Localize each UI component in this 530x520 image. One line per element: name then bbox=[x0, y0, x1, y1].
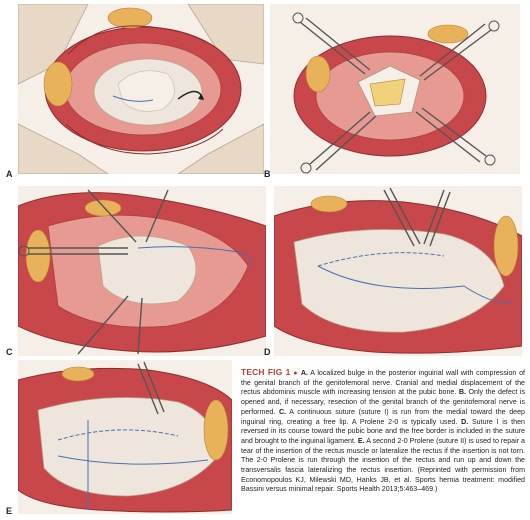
illustration-panel-d bbox=[274, 186, 522, 356]
panel-label-b: B bbox=[264, 169, 271, 179]
surgical-illustration-e bbox=[18, 360, 232, 514]
surgical-illustration-b bbox=[270, 4, 520, 174]
surgical-illustration-d bbox=[274, 186, 522, 356]
illustration-panel-c bbox=[18, 186, 266, 356]
caption-label-b: B. bbox=[458, 388, 466, 397]
caption-label-a: A. bbox=[300, 369, 308, 377]
panel-label-a: A bbox=[6, 169, 13, 179]
surgical-illustration-c bbox=[18, 186, 266, 356]
figure-label: TECH FIG 1 bbox=[241, 367, 291, 377]
caption-label-c: C. bbox=[278, 407, 287, 416]
illustration-panel-a bbox=[18, 4, 264, 174]
panel-label-c: C bbox=[6, 347, 13, 357]
caption-bullet: ● bbox=[293, 370, 299, 377]
caption-text-e: A second 2-0 Prolene (suture II) is used… bbox=[241, 436, 525, 494]
caption-label-d: D. bbox=[461, 417, 469, 426]
caption-text-d: Suture I is then reversed in its course … bbox=[241, 417, 525, 445]
caption-text-c: A continuous suture (suture I) is run fr… bbox=[241, 407, 526, 426]
figure-caption: TECH FIG 1 ● A. A localized bulge in the… bbox=[241, 367, 526, 495]
panel-label-d: D bbox=[264, 347, 271, 357]
caption-label-e: E. bbox=[357, 436, 365, 445]
caption-text-a: A localized bulge in the posterior ingui… bbox=[241, 369, 525, 397]
caption-text-b: Only the defect is opened and, if necess… bbox=[241, 388, 525, 416]
surgical-illustration-a bbox=[18, 4, 264, 174]
illustration-panel-e bbox=[18, 360, 232, 514]
illustration-panel-b bbox=[270, 4, 520, 174]
panel-label-e: E bbox=[6, 506, 13, 516]
